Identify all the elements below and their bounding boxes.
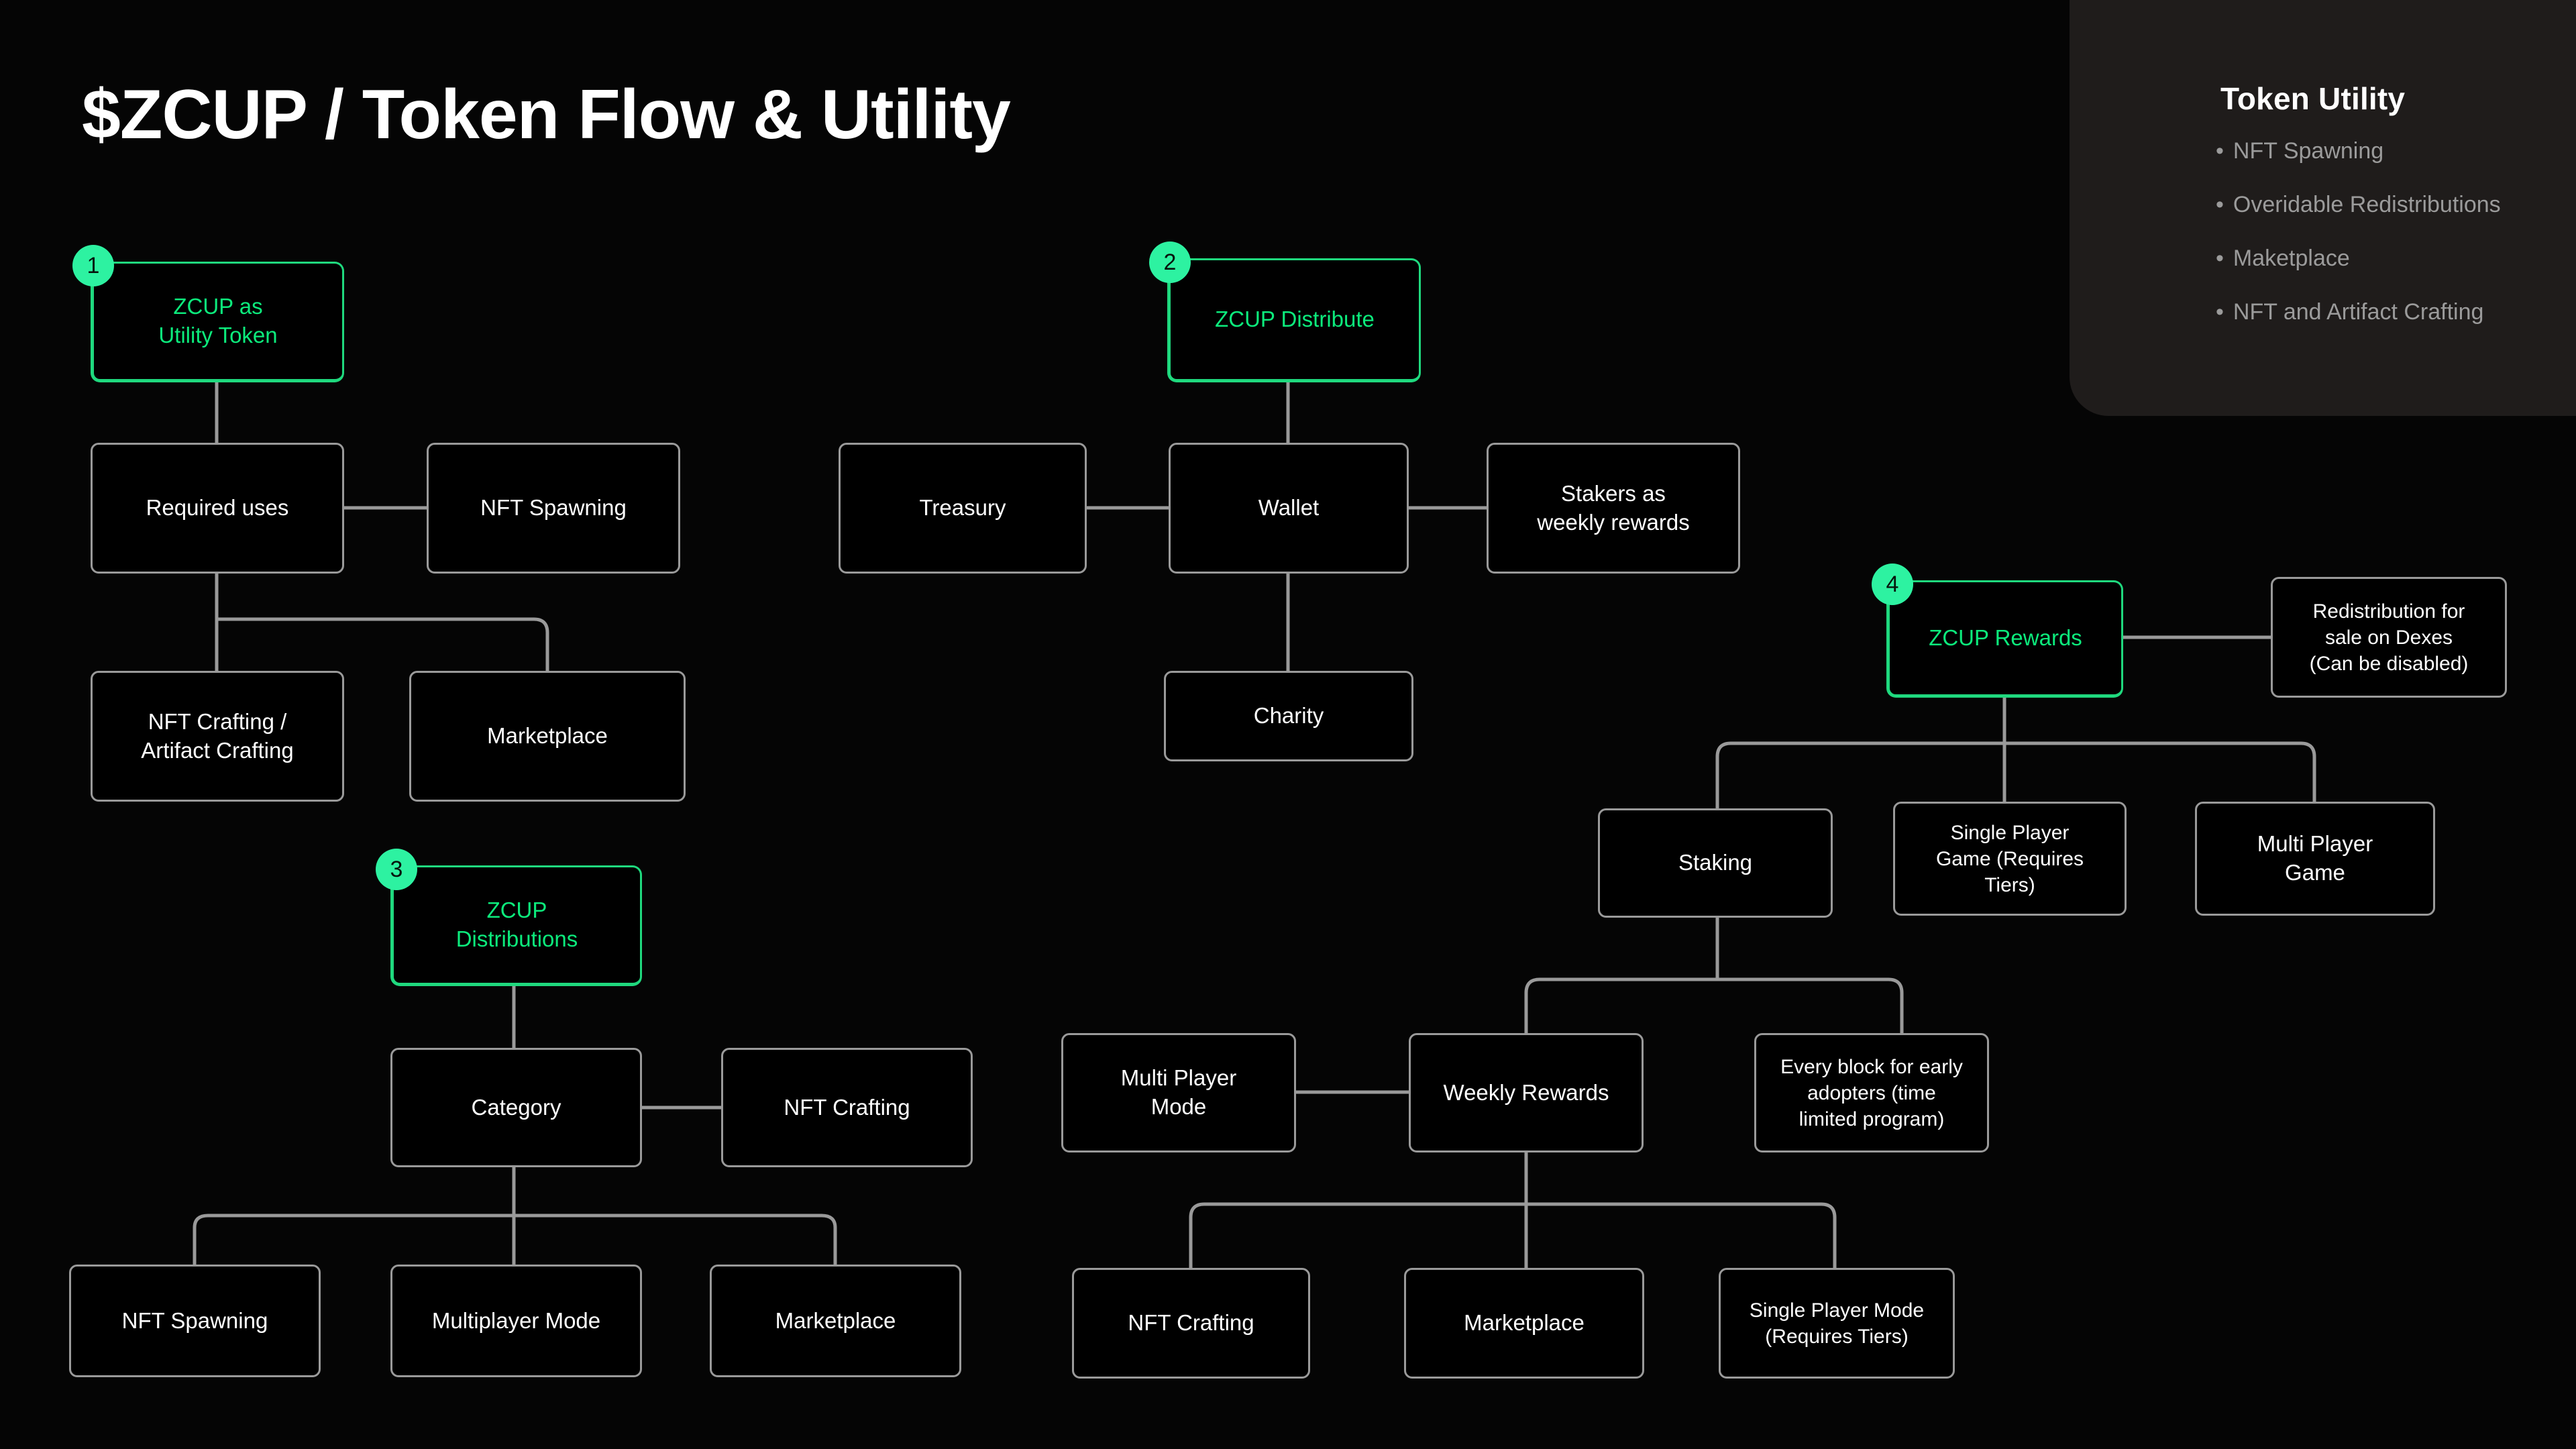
section-badge-2: 2 bbox=[1149, 241, 1191, 283]
token-utility-item-label: NFT Spawning bbox=[2233, 138, 2384, 164]
token-utility-item: • NFT Spawning bbox=[2216, 140, 2501, 162]
node-nft-spawning-s3[interactable]: NFT Spawning bbox=[69, 1265, 321, 1377]
node-stakers-weekly-rewards[interactable]: Stakers as weekly rewards bbox=[1487, 443, 1740, 574]
node-nft-spawning-s1[interactable]: NFT Spawning bbox=[427, 443, 680, 574]
node-every-block-early-adopters[interactable]: Every block for early adopters (time lim… bbox=[1754, 1033, 1989, 1152]
section-badge-4: 4 bbox=[1872, 564, 1913, 605]
node-marketplace-s3[interactable]: Marketplace bbox=[710, 1265, 961, 1377]
bullet-icon: • bbox=[2216, 246, 2224, 271]
node-single-player-mode[interactable]: Single Player Mode (Requires Tiers) bbox=[1719, 1268, 1955, 1379]
bullet-icon: • bbox=[2216, 192, 2224, 217]
node-zcup-as-utility-token[interactable]: ZCUP as Utility Token bbox=[91, 262, 344, 382]
node-nft-crafting-s4[interactable]: NFT Crafting bbox=[1072, 1268, 1310, 1379]
node-charity[interactable]: Charity bbox=[1164, 671, 1413, 761]
node-zcup-distributions[interactable]: ZCUP Distributions bbox=[390, 865, 642, 986]
node-treasury[interactable]: Treasury bbox=[839, 443, 1087, 574]
node-staking[interactable]: Staking bbox=[1598, 808, 1833, 918]
node-wallet[interactable]: Wallet bbox=[1169, 443, 1409, 574]
node-marketplace-s1[interactable]: Marketplace bbox=[409, 671, 686, 802]
node-zcup-rewards[interactable]: ZCUP Rewards bbox=[1886, 580, 2123, 698]
node-multi-player-game[interactable]: Multi Player Game bbox=[2195, 802, 2435, 916]
token-utility-item: • Overidable Redistributions bbox=[2216, 193, 2501, 216]
node-required-uses[interactable]: Required uses bbox=[91, 443, 344, 574]
token-utility-item: • Maketplace bbox=[2216, 247, 2501, 270]
node-multi-player-mode[interactable]: Multi Player Mode bbox=[1061, 1033, 1296, 1152]
node-marketplace-s4[interactable]: Marketplace bbox=[1404, 1268, 1644, 1379]
token-utility-item-label: Overidable Redistributions bbox=[2233, 192, 2501, 217]
node-single-player-game[interactable]: Single Player Game (Requires Tiers) bbox=[1893, 802, 2127, 916]
token-utility-list: • NFT Spawning • Overidable Redistribution… bbox=[2216, 140, 2501, 354]
token-utility-item-label: NFT and Artifact Crafting bbox=[2233, 299, 2484, 325]
node-weekly-rewards[interactable]: Weekly Rewards bbox=[1409, 1033, 1644, 1152]
node-multiplayer-mode-s3[interactable]: Multiplayer Mode bbox=[390, 1265, 642, 1377]
token-utility-item-label: Maketplace bbox=[2233, 246, 2350, 271]
node-zcup-distribute[interactable]: ZCUP Distribute bbox=[1167, 258, 1421, 382]
page-title: $ZCUP / Token Flow & Utility bbox=[82, 76, 1011, 154]
bullet-icon: • bbox=[2216, 138, 2224, 164]
token-utility-title: Token Utility bbox=[2220, 81, 2406, 116]
section-badge-1: 1 bbox=[72, 245, 114, 286]
section-badge-3: 3 bbox=[376, 849, 417, 890]
token-utility-panel: Token Utility • NFT Spawning • Overidable … bbox=[2070, 0, 2576, 416]
node-nft-crafting-s3[interactable]: NFT Crafting bbox=[721, 1048, 973, 1167]
node-redistribution-for-sale-on-dexes[interactable]: Redistribution for sale on Dexes (Can be… bbox=[2271, 577, 2507, 698]
bullet-icon: • bbox=[2216, 299, 2224, 325]
token-utility-item: • NFT and Artifact Crafting bbox=[2216, 301, 2501, 323]
node-category[interactable]: Category bbox=[390, 1048, 642, 1167]
node-nft-crafting-artifact-crafting[interactable]: NFT Crafting / Artifact Crafting bbox=[91, 671, 344, 802]
